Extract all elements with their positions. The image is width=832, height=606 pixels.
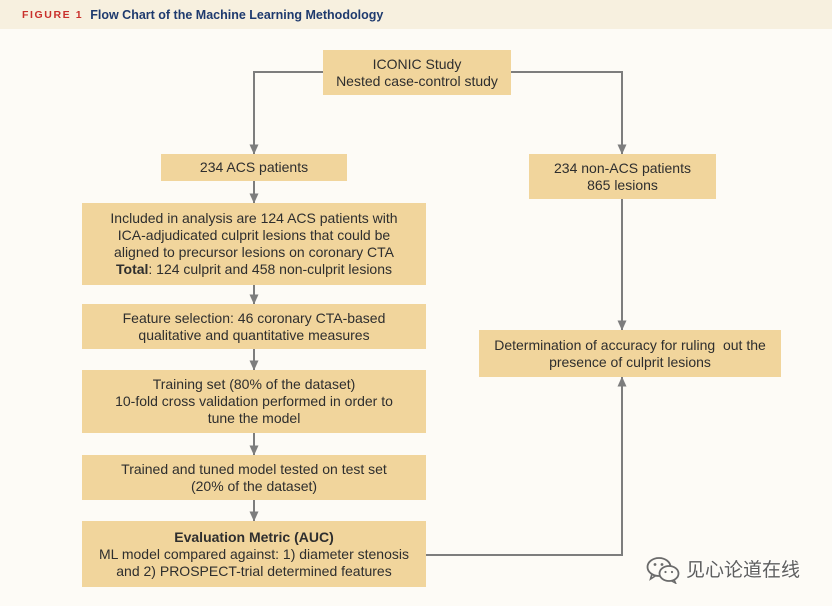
node-feature-selection: Feature selection: 46 coronary CTA-based… <box>82 304 426 349</box>
node-acs-patients: 234 ACS patients <box>161 154 347 181</box>
node-heading: Evaluation Metric (AUC) <box>174 528 334 545</box>
node-line: (20% of the dataset) <box>190 477 318 494</box>
node-total-line: Total: 124 culprit and 458 non-culprit l… <box>116 261 392 278</box>
node-line: Trained and tuned model tested on test s… <box>121 460 387 477</box>
node-line: 865 lesions <box>587 176 658 193</box>
node-training-set: Training set (80% of the dataset) 10-fol… <box>82 370 426 433</box>
node-line: ICA-adjudicated culprit lesions that cou… <box>117 227 391 243</box>
figure-title: Flow Chart of the Machine Learning Metho… <box>90 7 384 22</box>
node-line: Included in analysis are 124 ACS patient… <box>110 210 398 226</box>
arrow-iconic-to-non-acs <box>511 71 627 155</box>
watermark-text: 见心论道在线 <box>686 559 801 581</box>
node-line: aligned to precursor lesions on coronary… <box>114 244 394 260</box>
node-line: ML model compared against: 1) diameter s… <box>99 545 409 562</box>
node-line: ICONIC Study <box>372 55 462 72</box>
arrow-iconic-to-acs <box>249 71 323 155</box>
node-line: 234 ACS patients <box>199 159 309 175</box>
node-line: 10-fold cross validation performed in or… <box>115 393 393 409</box>
wechat-icon <box>646 557 680 584</box>
node-line: qualitative and quantitative measures <box>138 326 370 343</box>
node-determination-of-accuracy: Determination of accuracy for ruling out… <box>479 330 781 377</box>
total-label: Total <box>116 261 149 277</box>
figure-label: FIGURE 1 <box>22 8 84 21</box>
node-line: Determination of accuracy for ruling out… <box>494 336 766 353</box>
node-non-acs-patients: 234 non-ACS patients 865 lesions <box>529 154 716 199</box>
arrow-evaluation-to-determination <box>426 376 627 556</box>
node-evaluation-metric: Evaluation Metric (AUC) ML model compare… <box>82 521 426 587</box>
watermark: 见心论道在线 <box>646 556 800 584</box>
node-test-set: Trained and tuned model tested on test s… <box>82 455 426 500</box>
figure-header: FIGURE 1 Flow Chart of the Machine Learn… <box>0 0 832 29</box>
node-line: and 2) PROSPECT-trial determined feature… <box>116 562 392 579</box>
node-line: Training set (80% of the dataset) <box>152 376 356 392</box>
node-iconic-study: ICONIC Study Nested case-control study <box>323 50 511 95</box>
node-line: 234 non-ACS patients <box>554 159 691 176</box>
node-included-in-analysis: Included in analysis are 124 ACS patient… <box>82 203 426 285</box>
node-line: Feature selection: 46 coronary CTA-based <box>122 309 386 326</box>
node-line: presence of culprit lesions <box>549 353 711 370</box>
node-line: Nested case-control study <box>336 72 498 89</box>
node-line: tune the model <box>207 410 301 426</box>
total-text: : 124 culprit and 458 non-culprit lesion… <box>148 261 392 277</box>
